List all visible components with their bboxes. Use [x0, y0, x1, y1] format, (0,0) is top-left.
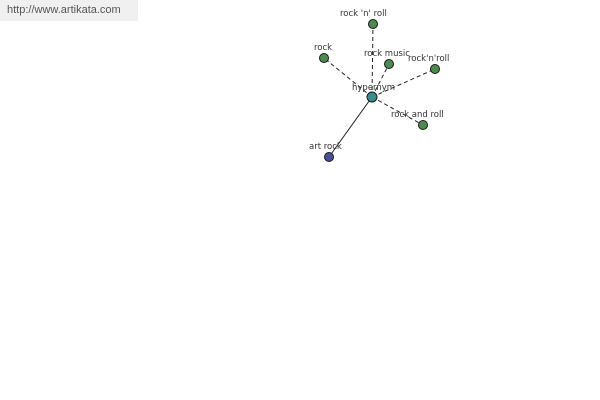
node-label-rock-music[interactable]: rock music [364, 49, 410, 59]
node-dot-rock-and-roll[interactable] [418, 120, 428, 130]
node-label-rocknroll[interactable]: rock'n'roll [408, 54, 449, 64]
node-dot-rock-music[interactable] [384, 59, 394, 69]
edge-hypernym-art-rock [328, 96, 373, 158]
site-url-link[interactable]: http://www.artikata.com [0, 0, 138, 21]
graph-node-art-rock[interactable]: art rock [309, 142, 342, 162]
node-label-rock-and-roll[interactable]: rock and roll [391, 110, 444, 120]
graph-node-rock-and-roll[interactable]: rock and roll [391, 110, 444, 130]
edge-hypernym-rocknroll [371, 68, 436, 98]
graph-node-rock[interactable]: rock [314, 43, 332, 63]
graph-node-hypernym[interactable]: hypernym [352, 83, 395, 103]
edge-hypernym-rock [323, 57, 373, 98]
node-dot-art-rock[interactable] [324, 152, 334, 162]
edge-hypernym-rock-n-roll [371, 23, 374, 98]
node-label-rock-n-roll[interactable]: rock 'n' roll [340, 9, 387, 19]
node-dot-rocknroll[interactable] [430, 64, 440, 74]
edge-hypernym-rock-music [371, 63, 390, 98]
node-label-rock[interactable]: rock [314, 43, 332, 53]
graph-node-rock-music[interactable]: rock music [364, 49, 410, 69]
node-label-art-rock[interactable]: art rock [309, 142, 342, 152]
node-dot-hypernym[interactable] [366, 91, 378, 103]
node-dot-rock-n-roll[interactable] [368, 19, 378, 29]
graph-node-rocknroll[interactable]: rock'n'roll [408, 54, 449, 74]
graph-edges [323, 23, 436, 158]
edge-hypernym-rock-and-roll [371, 96, 424, 126]
node-dot-rock[interactable] [319, 53, 329, 63]
graph-node-rock-n-roll[interactable]: rock 'n' roll [340, 9, 387, 29]
node-label-hypernym[interactable]: hypernym [352, 83, 395, 93]
